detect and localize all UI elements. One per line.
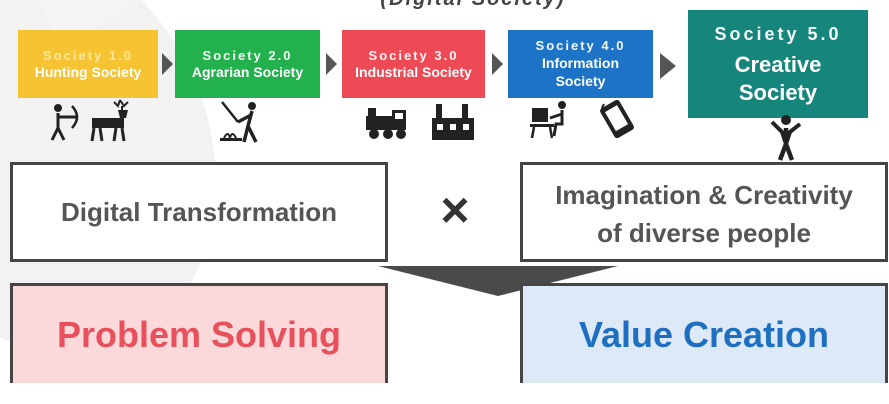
stage-level: Society 1.0 <box>43 47 133 63</box>
stage-level: Society 3.0 <box>368 47 459 63</box>
digital-transformation-box: Digital Transformation <box>10 162 388 262</box>
stage-society-3: Society 3.0 Industrial Society <box>342 30 485 98</box>
stage-name-line2: Society <box>738 80 818 105</box>
computer-user-icon <box>530 101 566 139</box>
stage-level: Society 4.0 <box>535 38 626 53</box>
imagination-line1: Imagination & Creativity <box>555 180 853 210</box>
value-creation-box: Value Creation <box>520 283 888 383</box>
arrow-right-icon <box>660 53 676 79</box>
imagination-line2: of diverse people <box>597 218 811 248</box>
imagination-creativity-box: Imagination & Creativity of diverse peop… <box>520 162 888 262</box>
stage-name-line1: Information <box>542 55 619 71</box>
stage-name-line1: Creative <box>734 52 822 77</box>
stage-name: Hunting Society <box>34 63 142 80</box>
factory-icon <box>432 104 474 140</box>
value-creation-label: Value Creation <box>578 313 830 355</box>
stage-name-line2: Society <box>555 73 606 89</box>
stage-society-1: Society 1.0 Hunting Society <box>18 30 158 98</box>
stage-society-2: Society 2.0 Agrarian Society <box>175 30 320 98</box>
person-icon <box>770 115 802 161</box>
stage-level: Society 2.0 <box>202 47 293 63</box>
arrow-right-icon <box>492 53 503 75</box>
deer-icon <box>90 99 129 142</box>
stage-name: Industrial Society <box>355 63 472 80</box>
problem-solving-label: Problem Solving <box>56 313 342 355</box>
locomotive-icon <box>366 108 406 139</box>
arrow-right-icon <box>162 53 173 75</box>
stage-society-4: Society 4.0 Information Society <box>508 30 653 98</box>
archer-icon <box>50 104 79 141</box>
smartphone-icon <box>600 99 634 139</box>
farmer-icon <box>220 101 258 143</box>
stage-name: Agrarian Society <box>191 63 304 80</box>
stage-society-5: Society 5.0 Creative Society <box>688 10 868 118</box>
arrow-right-icon <box>326 53 337 75</box>
problem-solving-box: Problem Solving <box>10 283 388 383</box>
digital-transformation-label: Digital Transformation <box>61 196 337 227</box>
stage-level: Society 5.0 <box>714 24 842 44</box>
multiply-icon: × <box>440 182 470 238</box>
diagram-title: (Digital Society) <box>338 0 608 10</box>
